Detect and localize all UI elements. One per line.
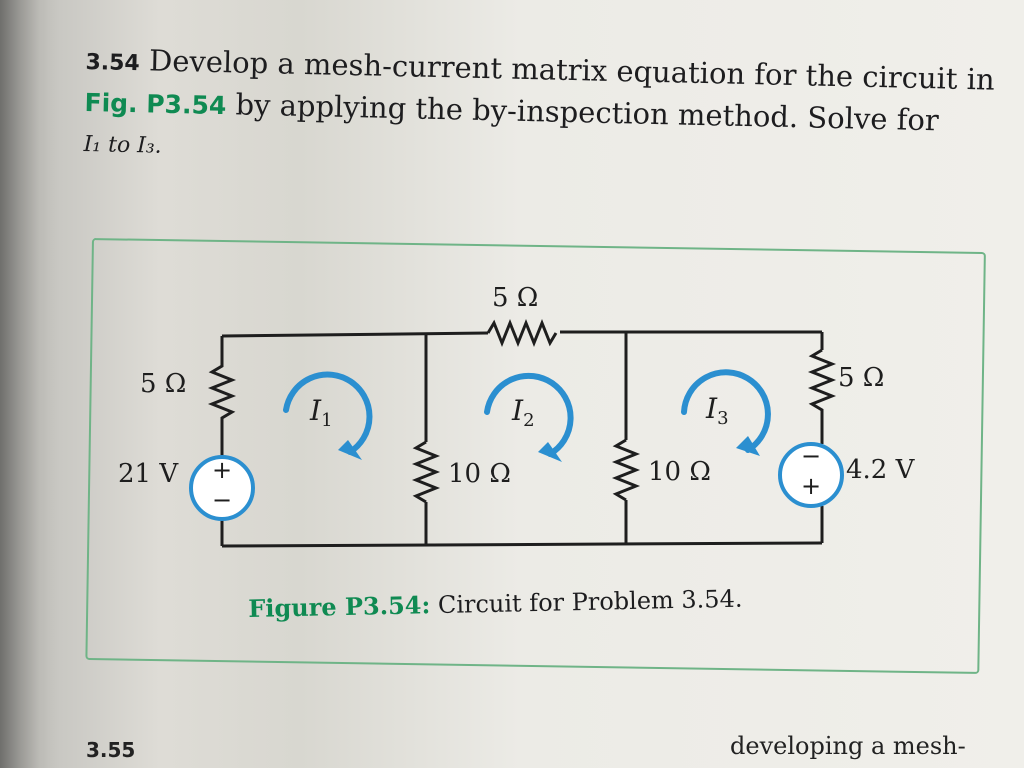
caption-label: Figure P3.54: xyxy=(248,590,431,623)
book-binding xyxy=(0,0,48,768)
next-problem-number: 3.55 xyxy=(86,738,136,762)
voltage-source-left xyxy=(189,455,255,521)
mesh-arrow-1 xyxy=(283,371,373,455)
mesh-arrowhead-1 xyxy=(338,440,362,460)
wire-top-left xyxy=(221,331,489,338)
mesh-label-2: I2 xyxy=(511,394,535,431)
label-r-mid1: 10 Ω xyxy=(448,459,511,489)
mesh-arrowhead-3 xyxy=(736,436,760,456)
label-v-left: 21 V xyxy=(118,459,179,489)
resistor-top-5ohm xyxy=(486,318,558,348)
mesh-arrow-2 xyxy=(484,372,574,457)
source-right-plus: + xyxy=(801,472,821,500)
label-r-mid2: 10 Ω xyxy=(648,457,711,487)
label-v-right: 4.2 V xyxy=(846,455,916,485)
source-left-plus: + xyxy=(212,456,232,484)
label-r-right: 5 Ω xyxy=(838,363,884,393)
label-r-left: 5 Ω xyxy=(140,369,186,399)
mesh-label-1: I1 xyxy=(309,394,333,431)
voltage-source-right xyxy=(778,442,844,508)
mesh-label-3: I3 xyxy=(705,392,729,429)
mesh-arrow-3 xyxy=(681,369,771,453)
resistor-right-5ohm xyxy=(807,348,837,414)
resistor-mid1-10ohm xyxy=(411,440,441,504)
resistor-mid2-10ohm xyxy=(611,438,641,502)
source-right-minus: − xyxy=(801,442,821,470)
source-left-minus: − xyxy=(212,486,232,514)
mesh-arrowhead-2 xyxy=(538,442,562,462)
resistor-left-5ohm xyxy=(207,362,237,424)
label-r-top: 5 Ω xyxy=(492,283,538,313)
next-problem-text: developing a mesh- xyxy=(730,732,966,760)
wire-bottom xyxy=(221,541,823,548)
